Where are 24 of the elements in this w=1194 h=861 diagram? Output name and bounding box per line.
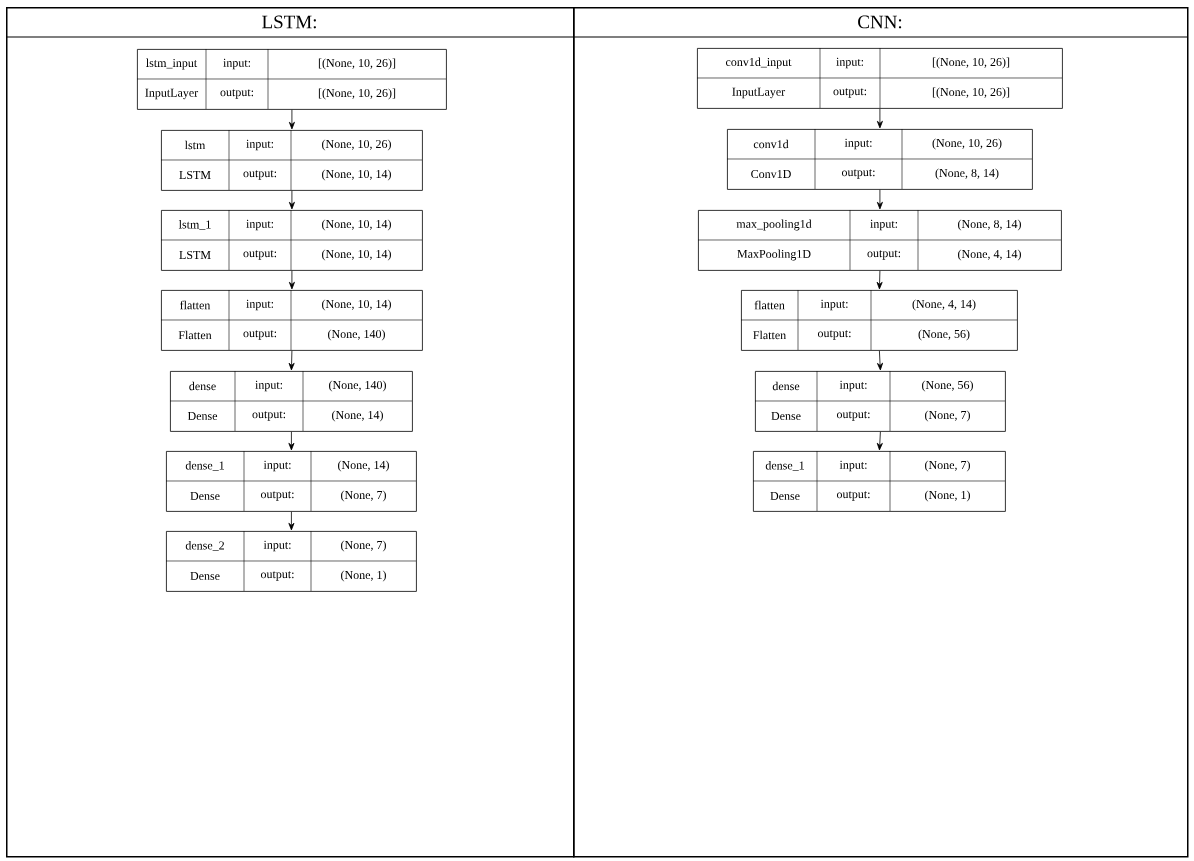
layer-box: dense input: (None, 56) Dense output: (None, 7) [754,370,1006,432]
arrow [876,189,883,210]
layer-box: dense_2 input: (None, 7) Dense output: (None, 1) [165,530,417,592]
layer-box: dense input: (None, 140) Dense output: (None, 14) [169,370,413,432]
layer-box: flatten input: (None, 10, 14) Flatten output: (None, 140) [160,289,423,351]
arrow [876,431,883,451]
layer-box: lstm_1 input: (None, 10, 14) LSTM output: (None, 10, 14) [160,209,423,271]
layer-box: conv1d input: (None, 10, 26) Conv1D output: (None, 8, 14) [726,128,1033,190]
arrow [877,350,883,371]
layer-box: max_pooling1d input: (None, 8, 14) MaxPooling1D output: (None, 4, 14) [697,209,1062,271]
arrow [876,108,883,129]
layer-box: dense_1 input: (None, 14) Dense output: (None, 7) [165,450,417,512]
arrow [288,270,295,290]
arrow [288,190,295,210]
arrow [288,109,295,130]
layer-box: lstm input: (None, 10, 26) LSTM output: (None, 10, 14) [160,129,423,191]
arrow [288,350,295,371]
arrow [876,270,883,290]
layer-box: conv1d_input input: [(None, 10, 26)] InputLayer output: [(None, 10, 26)] [696,47,1063,109]
arrow [288,431,295,451]
layer-box: dense_1 input: (None, 7) Dense output: (None, 1) [752,450,1006,512]
arrow [288,511,295,531]
layer-box: lstm_input input: [(None, 10, 26)] InputLayer output: [(None, 10, 26)] [136,48,447,110]
layer-box: flatten input: (None, 4, 14) Flatten output: (None, 56) [740,289,1018,351]
